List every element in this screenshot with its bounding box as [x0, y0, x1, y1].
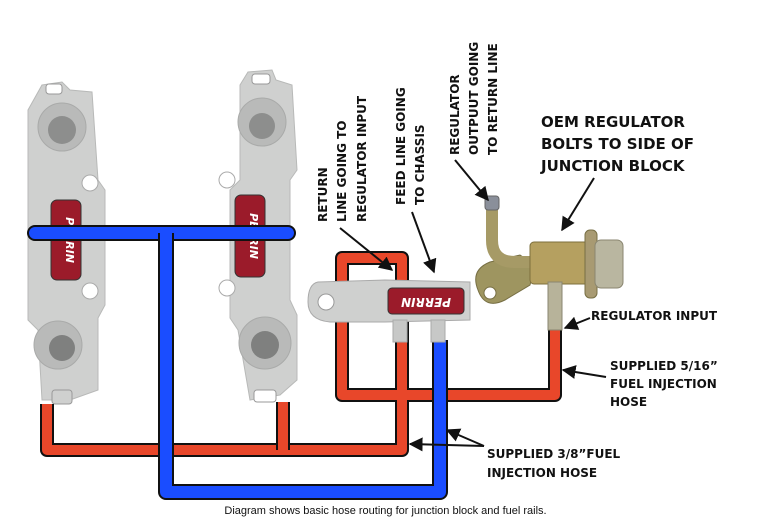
- nipple-return: [392, 319, 408, 343]
- svg-text:SUPPLIED 5/16”: SUPPLIED 5/16”: [610, 359, 718, 373]
- perrin-badge-junction: [387, 287, 465, 315]
- svg-text:OEM REGULATOR: OEM REGULATOR: [541, 113, 685, 131]
- return-hose-5-16: [40, 251, 562, 457]
- bolt-hole-icon: [218, 279, 236, 297]
- svg-text:SUPPLIED 3/8”FUEL: SUPPLIED 3/8”FUEL: [487, 447, 621, 461]
- label-oem-regulator: OEM REGULATOR BOLTS TO SIDE OF JUNCTION …: [540, 113, 694, 175]
- arrow-regulator-output: [454, 159, 489, 202]
- bolt-hole-icon: [81, 174, 99, 192]
- label-regulator-output: REGULATOR OUTPUUT GOING TO RETURN LINE: [448, 42, 500, 155]
- fuel-rail-left: PERRIN: [27, 81, 106, 405]
- arrow-oem-regulator: [561, 177, 595, 232]
- label-regulator-input: REGULATOR INPUT: [591, 309, 718, 323]
- label-hose-5-16: SUPPLIED 5/16” FUEL INJECTION HOSE: [610, 359, 718, 409]
- badge-text: PERRIN: [401, 295, 451, 309]
- junction-block: PERRIN: [307, 279, 471, 343]
- svg-text:REGULATOR INPUT: REGULATOR INPUT: [355, 95, 369, 222]
- mount-hole-icon: [317, 293, 335, 311]
- svg-text:INJECTION HOSE: INJECTION HOSE: [487, 466, 597, 480]
- mount-hole-icon: [251, 73, 271, 85]
- arrow-feed-line: [411, 211, 437, 274]
- arrow-hose-5-16: [561, 365, 607, 379]
- nipple-feed: [430, 319, 446, 343]
- label-feed-line: FEED LINE GOING TO CHASSIS: [394, 87, 427, 205]
- svg-text:FEED LINE GOING: FEED LINE GOING: [394, 87, 408, 205]
- svg-text:BOLTS TO SIDE OF: BOLTS TO SIDE OF: [541, 135, 694, 153]
- oem-fuel-pressure-regulator: [475, 195, 624, 331]
- bolt-hole-icon: [218, 171, 236, 189]
- arrow-hose-3-8-blue: [445, 428, 485, 447]
- bolt-hole-icon: [81, 282, 99, 300]
- svg-text:OUTPUUT GOING: OUTPUUT GOING: [467, 42, 481, 155]
- regulator-input-nipple: [547, 281, 563, 331]
- arrow-regulator-input: [563, 316, 591, 330]
- label-return-line: RETURN LINE GOING TO REGULATOR INPUT: [316, 95, 369, 222]
- svg-text:FUEL INJECTION: FUEL INJECTION: [610, 377, 717, 391]
- diagram-caption: Diagram shows basic hose routing for jun…: [224, 505, 547, 517]
- feed-hose-3-8: [27, 225, 448, 500]
- svg-text:TO RETURN LINE: TO RETURN LINE: [486, 43, 500, 155]
- svg-text:TO CHASSIS: TO CHASSIS: [413, 124, 427, 205]
- arrow-hose-3-8-red: [408, 437, 485, 452]
- svg-text:REGULATOR: REGULATOR: [448, 74, 462, 155]
- arrow-return-line: [339, 227, 394, 271]
- svg-text:JUNCTION BLOCK: JUNCTION BLOCK: [540, 157, 686, 175]
- callout-arrows: [339, 159, 607, 452]
- svg-text:HOSE: HOSE: [610, 395, 647, 409]
- mount-hole-icon: [45, 83, 63, 95]
- svg-text:RETURN: RETURN: [316, 167, 330, 222]
- label-hose-3-8: SUPPLIED 3/8”FUEL INJECTION HOSE: [487, 447, 621, 480]
- svg-text:LINE GOING TO: LINE GOING TO: [335, 120, 349, 222]
